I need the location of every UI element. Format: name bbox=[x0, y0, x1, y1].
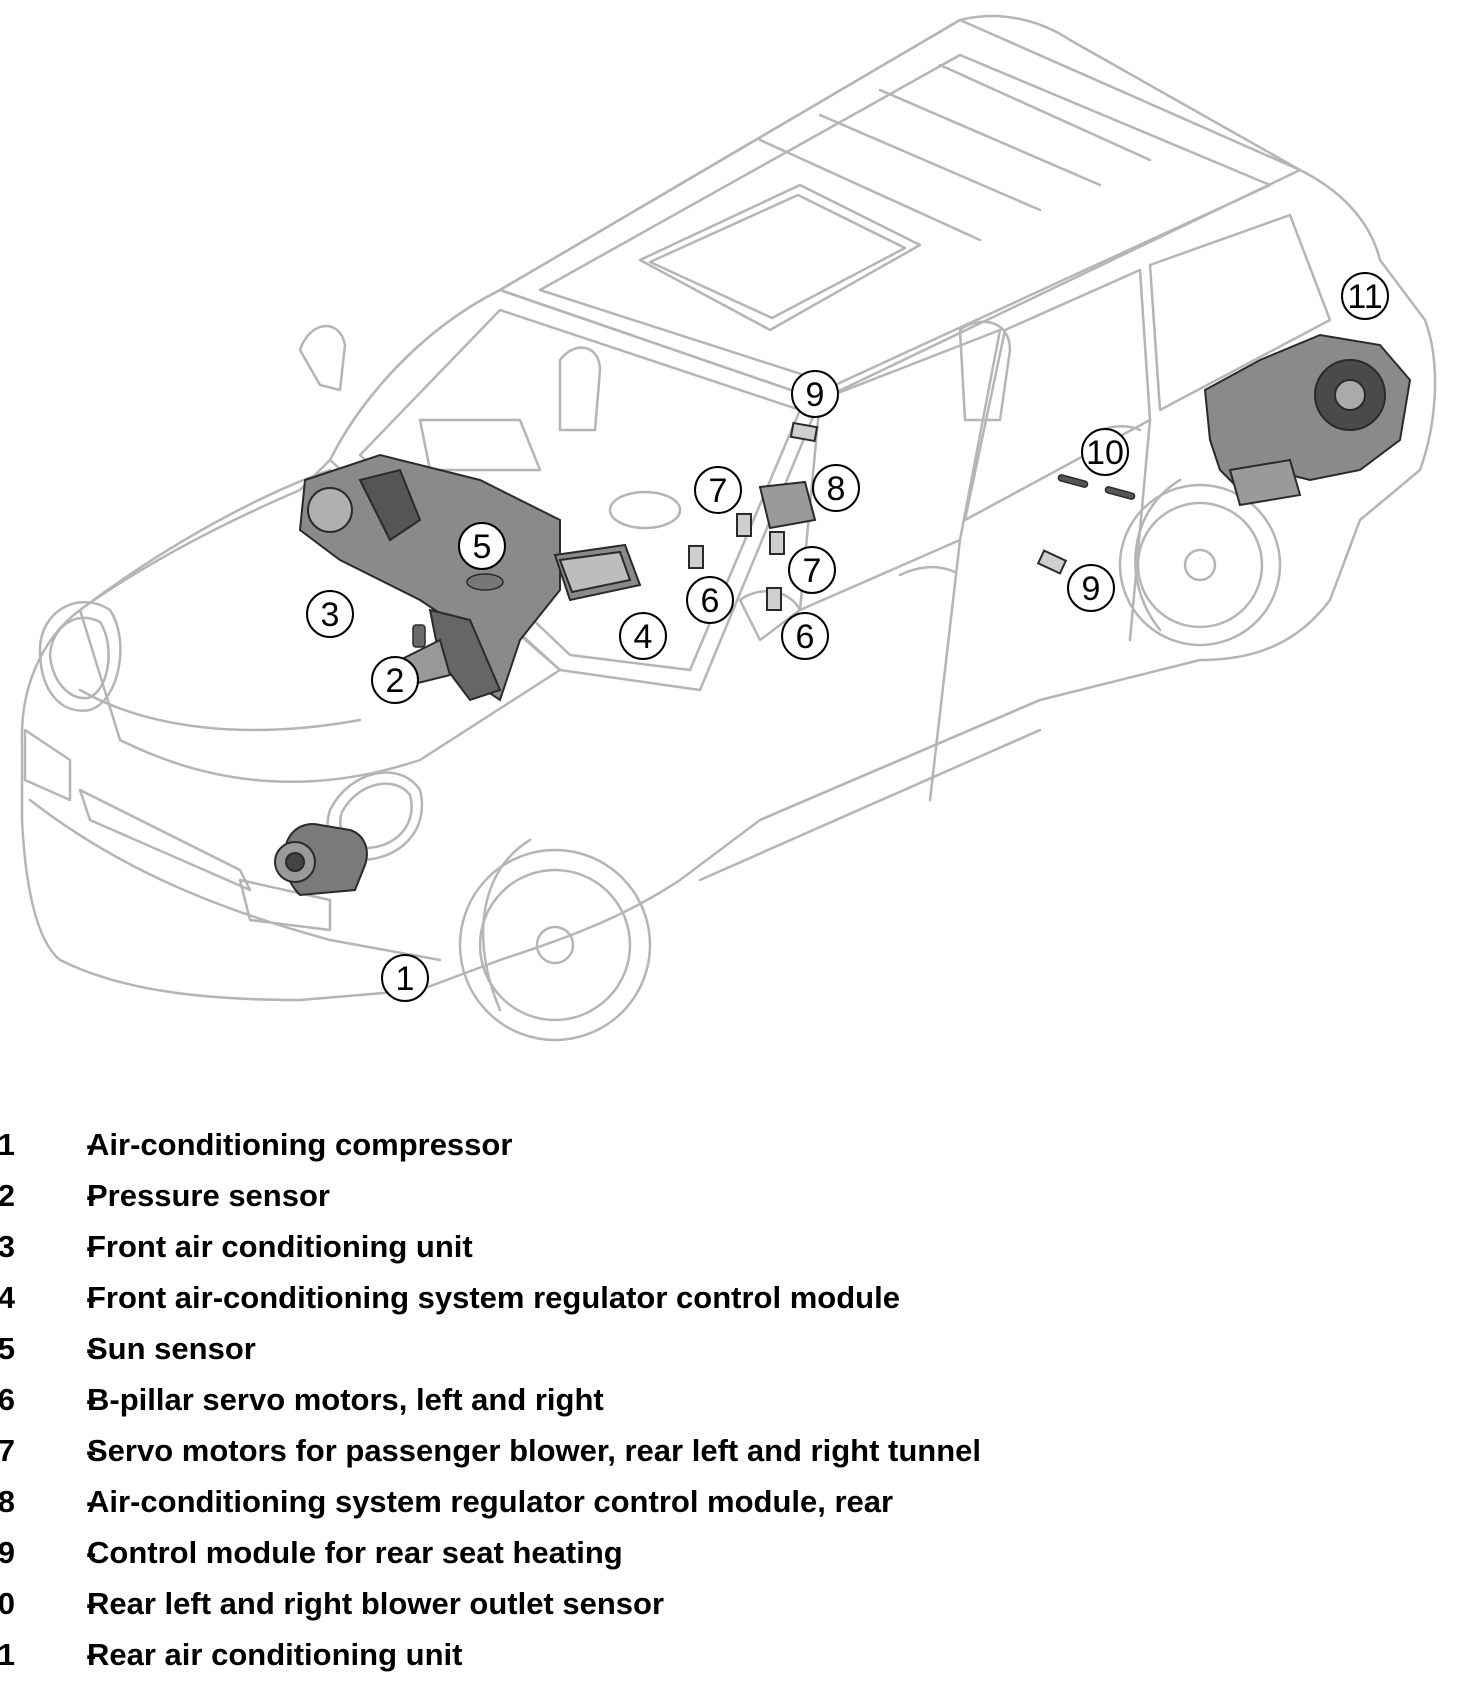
legend-label: Control module for rear seat heating bbox=[87, 1535, 623, 1570]
callout-6b: 6 bbox=[781, 612, 829, 660]
component-pressure-sensor bbox=[412, 624, 426, 648]
svg-text:7: 7 bbox=[709, 472, 728, 510]
component-compressor bbox=[274, 823, 368, 897]
callouts: 1 2 3 4 5 6 6 7 7 8 9 9 10 11 bbox=[306, 272, 1389, 1002]
legend-item: 9 -Control module for rear seat heating bbox=[0, 1533, 1400, 1573]
legend-number: 3 bbox=[0, 1229, 15, 1264]
legend-item: 7 -Servo motors for passenger blower, rea… bbox=[0, 1431, 1400, 1471]
svg-text:8: 8 bbox=[827, 470, 846, 508]
legend-item: 10 -Rear left and right blower outlet sen… bbox=[0, 1584, 1400, 1624]
svg-text:4: 4 bbox=[634, 618, 653, 656]
car-illustration: 1 2 3 4 5 6 6 7 7 8 9 9 10 11 bbox=[20, 14, 1437, 1042]
legend-item: 5 -Sun sensor bbox=[0, 1329, 1400, 1369]
callout-1: 1 bbox=[381, 954, 429, 1002]
legend-number: 6 bbox=[0, 1382, 15, 1417]
legend-label: Pressure sensor bbox=[87, 1178, 330, 1213]
legend-number: 10 bbox=[0, 1586, 15, 1621]
callout-9b: 9 bbox=[1067, 564, 1115, 612]
svg-text:5: 5 bbox=[473, 528, 492, 566]
legend-item: 6 -B-pillar servo motors, left and right bbox=[0, 1380, 1400, 1420]
callout-10: 10 bbox=[1081, 428, 1129, 476]
legend-label: Rear air conditioning unit bbox=[87, 1637, 463, 1672]
callout-9a: 9 bbox=[791, 370, 839, 418]
callout-4: 4 bbox=[619, 612, 667, 660]
legend-label: B-pillar servo motors, left and right bbox=[87, 1382, 604, 1417]
callout-11: 11 bbox=[1341, 272, 1389, 320]
legend-separator: - bbox=[86, 1433, 97, 1468]
legend-number: 11 bbox=[0, 1637, 15, 1672]
legend-item: 8 -Air-conditioning system regulator cont… bbox=[0, 1482, 1400, 1522]
callout-2: 2 bbox=[371, 656, 419, 704]
legend-number: 8 bbox=[0, 1484, 15, 1519]
callout-3: 3 bbox=[306, 590, 354, 638]
svg-text:6: 6 bbox=[796, 618, 815, 656]
legend-label: Servo motors for passenger blower, rear … bbox=[87, 1433, 982, 1468]
component-rear-ac-unit bbox=[1203, 333, 1412, 507]
legend-label: Air-conditioning compressor bbox=[87, 1127, 513, 1162]
legend-separator: - bbox=[86, 1535, 97, 1570]
callout-5: 5 bbox=[458, 522, 506, 570]
svg-text:10: 10 bbox=[1086, 434, 1124, 472]
legend-separator: - bbox=[86, 1127, 97, 1162]
callout-7b: 7 bbox=[788, 546, 836, 594]
legend-item: 1 -Air-conditioning compressor bbox=[0, 1125, 1400, 1165]
legend-label: Air-conditioning system regulator contro… bbox=[87, 1484, 894, 1519]
callout-6a: 6 bbox=[686, 576, 734, 624]
legend-separator: - bbox=[86, 1280, 97, 1315]
legend-separator: - bbox=[86, 1484, 97, 1519]
callout-8: 8 bbox=[812, 464, 860, 512]
legend-separator: - bbox=[86, 1331, 97, 1366]
legend-label: Sun sensor bbox=[87, 1331, 256, 1366]
legend-separator: - bbox=[86, 1229, 97, 1264]
svg-text:6: 6 bbox=[701, 582, 720, 620]
legend-number: 4 bbox=[0, 1280, 15, 1315]
legend-label: Rear left and right blower outlet sensor bbox=[87, 1586, 665, 1621]
component-outlet-sensors bbox=[1057, 474, 1136, 500]
legend-separator: - bbox=[86, 1382, 97, 1417]
svg-text:1: 1 bbox=[396, 960, 415, 998]
svg-text:9: 9 bbox=[1082, 570, 1101, 608]
component-rear-control-module bbox=[758, 480, 817, 530]
legend-label: Front air conditioning unit bbox=[87, 1229, 473, 1264]
svg-text:3: 3 bbox=[321, 596, 340, 634]
legend-number: 2 bbox=[0, 1178, 15, 1213]
legend-separator: - bbox=[86, 1637, 97, 1672]
legend-number: 1 bbox=[0, 1127, 15, 1162]
legend-separator: - bbox=[86, 1586, 97, 1621]
svg-text:9: 9 bbox=[806, 376, 825, 414]
callout-7a: 7 bbox=[694, 466, 742, 514]
legend-item: 3 -Front air conditioning unit bbox=[0, 1227, 1400, 1267]
svg-text:7: 7 bbox=[803, 552, 822, 590]
legend-number: 7 bbox=[0, 1433, 15, 1468]
legend-separator: - bbox=[86, 1178, 97, 1213]
svg-text:11: 11 bbox=[1347, 278, 1382, 316]
legend-label: Front air-conditioning system regulator … bbox=[87, 1280, 900, 1315]
component-front-control-module bbox=[553, 543, 642, 602]
legend-item: 2 -Pressure sensor bbox=[0, 1176, 1400, 1216]
legend-item: 11 -Rear air conditioning unit bbox=[0, 1635, 1400, 1675]
component-small-servos bbox=[688, 421, 1068, 611]
legend-item: 4 -Front air-conditioning system regulato… bbox=[0, 1278, 1400, 1318]
car-body-outline bbox=[20, 14, 1437, 1042]
component-sun-sensor bbox=[466, 573, 504, 591]
car-diagram: 1 2 3 4 5 6 6 7 7 8 9 9 10 11 bbox=[20, 14, 1437, 1042]
legend-number: 5 bbox=[0, 1331, 15, 1366]
svg-text:2: 2 bbox=[386, 662, 405, 700]
component-front-ac-unit bbox=[298, 453, 561, 702]
legend-number: 9 bbox=[0, 1535, 15, 1570]
